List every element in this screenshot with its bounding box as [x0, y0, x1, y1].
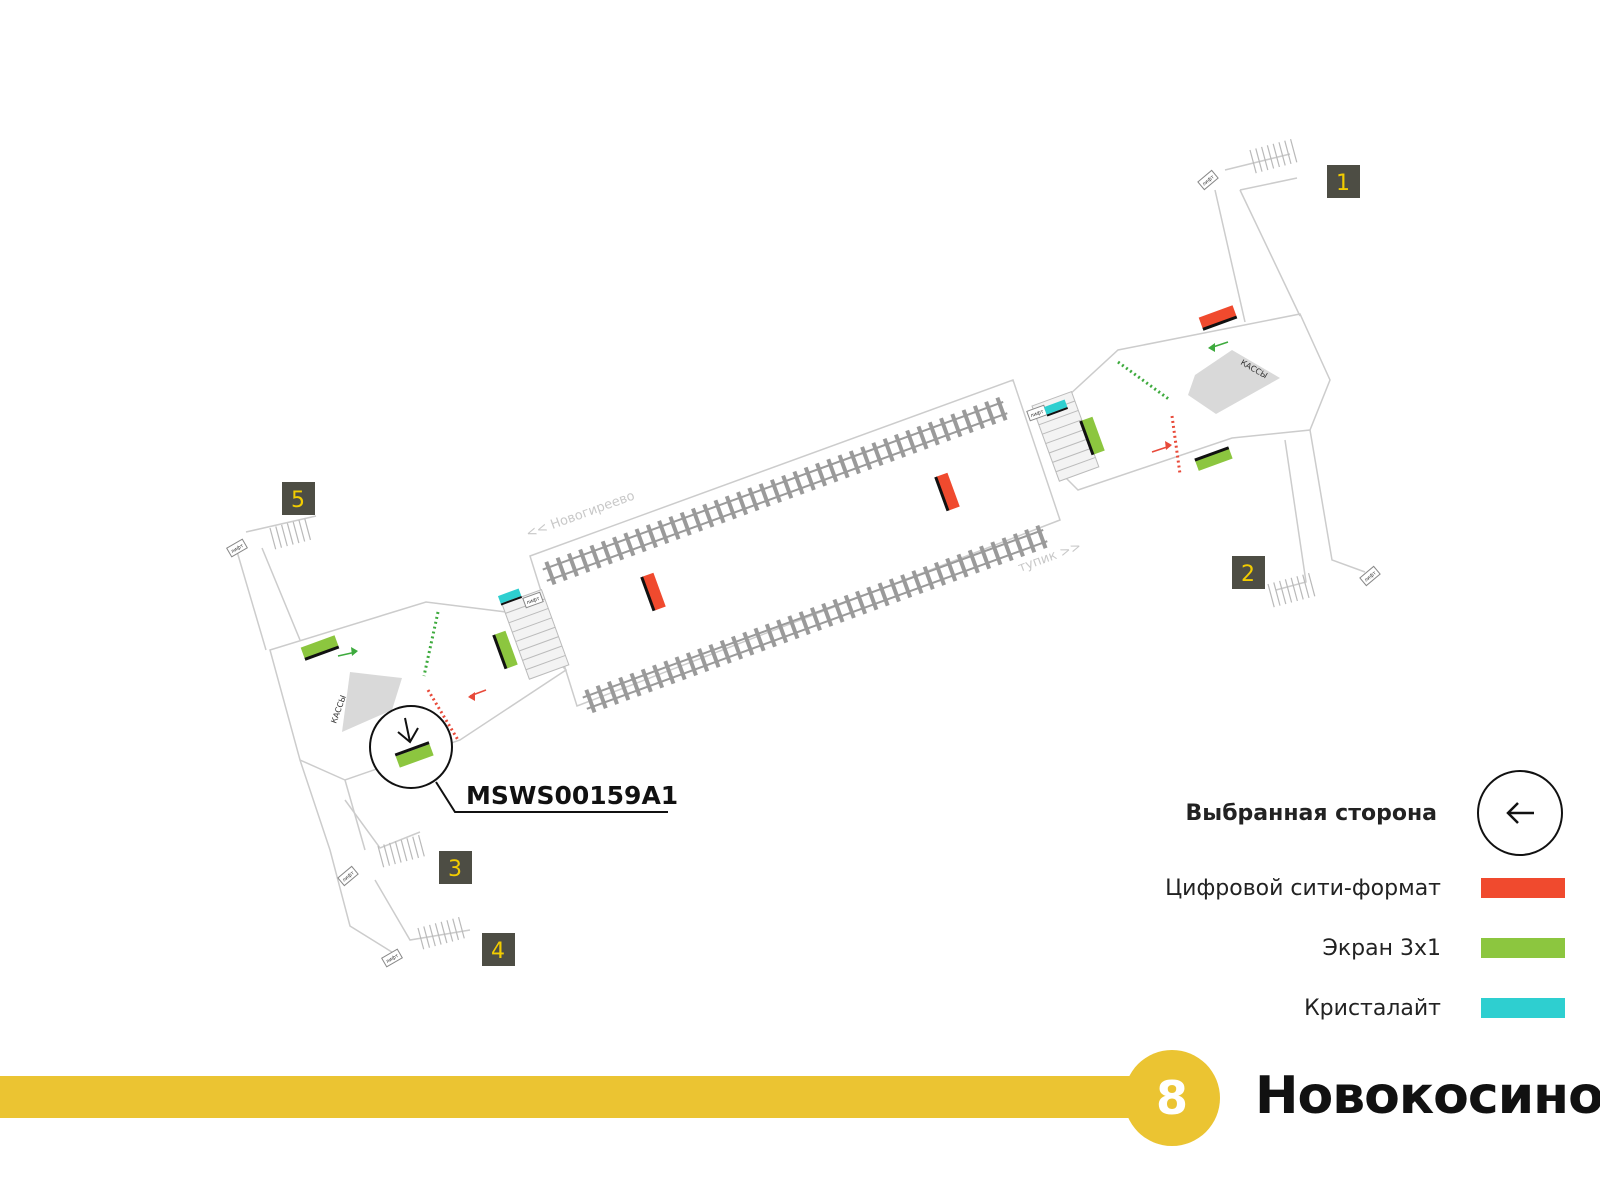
svg-text:4: 4 — [491, 939, 505, 964]
svg-text:лифт: лифт — [1030, 409, 1045, 419]
legend-selected-side-label: Выбранная сторона — [1185, 800, 1437, 826]
tracks — [540, 394, 1051, 717]
legend-item-screen: Экран 3х1 — [1005, 918, 1565, 978]
legend-swatch-red — [1481, 878, 1565, 898]
selected-placement: MSWS00159A1 — [369, 705, 678, 813]
ad-screen-right-escalator — [1079, 416, 1105, 456]
legend-item-digital-city: Цифровой сити-формат — [1005, 858, 1565, 918]
line-number-badge: 8 — [1124, 1050, 1220, 1146]
ad-screen-left-escalator — [492, 630, 518, 670]
station-outline — [235, 153, 1366, 955]
ad-screen-left-exit — [300, 635, 340, 661]
lift-markers: лифт лифт лифт лифт лифт лифт лифт — [226, 169, 1381, 968]
exit-2: 2 — [1232, 556, 1265, 589]
selected-placement-code: MSWS00159A1 — [466, 781, 678, 810]
ad-digital-city-platform-right — [934, 472, 960, 512]
metro-line-bar — [0, 1076, 1130, 1118]
ad-crystallight-left — [497, 588, 523, 606]
svg-text:1: 1 — [1336, 171, 1350, 196]
turnstiles — [422, 360, 1182, 741]
exit-5: 5 — [282, 482, 315, 515]
ad-digital-city-platform-left — [640, 572, 666, 612]
legend: Выбранная сторона Цифровой сити-формат Э… — [1005, 768, 1565, 1038]
ad-placements — [300, 305, 1238, 670]
legend-item-crystallight: Кристалайт — [1005, 978, 1565, 1038]
legend-swatch-cyan — [1481, 998, 1565, 1018]
street-stairs — [269, 138, 1316, 950]
station-name: Новокосино — [1255, 1066, 1600, 1126]
svg-text:5: 5 — [291, 488, 305, 513]
legend-item-label: Экран 3х1 — [1322, 935, 1442, 961]
arrow-left-icon — [1477, 770, 1563, 856]
svg-text:2: 2 — [1241, 562, 1255, 587]
svg-text:3: 3 — [448, 857, 462, 882]
svg-text:лифт: лифт — [526, 596, 541, 606]
legend-swatch-green — [1481, 938, 1565, 958]
legend-selected-side: Выбранная сторона — [1005, 768, 1565, 858]
line-number: 8 — [1155, 1071, 1188, 1125]
flow-arrows — [337, 341, 1229, 701]
legend-item-label: Цифровой сити-формат — [1165, 875, 1441, 901]
station-scheme: КАССЫ КАССЫ лифт лифт лифт лифт лифт лиф… — [226, 138, 1381, 968]
ticket-office-right: КАССЫ — [1188, 350, 1280, 414]
ad-crystallight-right — [1043, 399, 1069, 417]
exit-3: 3 — [439, 851, 472, 884]
ad-screen-right-exit — [1194, 446, 1233, 471]
legend-item-label: Кристалайт — [1304, 995, 1441, 1021]
ad-digital-city-right — [1198, 305, 1238, 331]
exit-1: 1 — [1327, 165, 1360, 198]
exit-4: 4 — [482, 933, 515, 966]
